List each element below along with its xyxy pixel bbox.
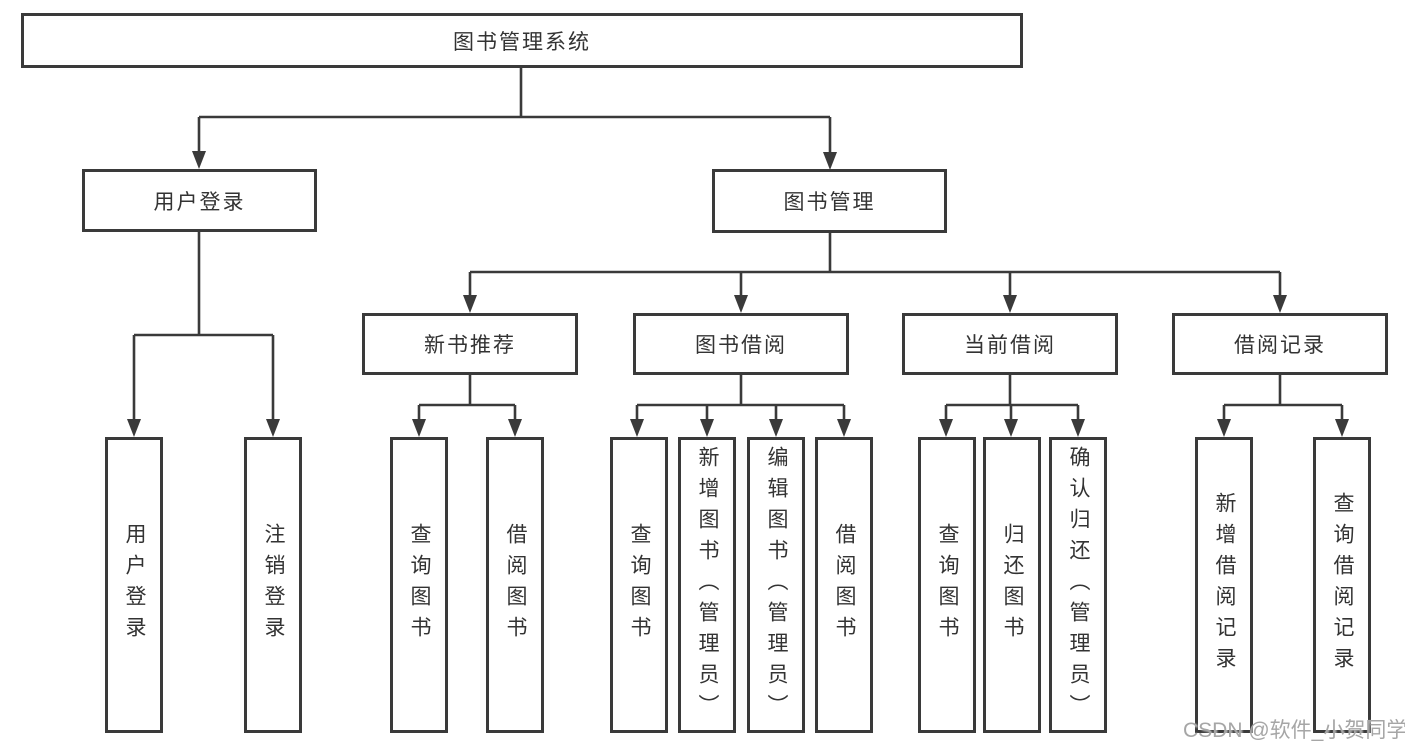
node-leaf-borrow-books-1: 借阅图书 (486, 437, 544, 733)
node-leaf-confirm-return-admin: 确认归还（管理员） (1049, 437, 1107, 733)
node-leaf-add-borrow-record: 新增借阅记录 (1195, 437, 1253, 733)
node-leaf-query-books-3: 查询图书 (918, 437, 976, 733)
node-leaf-query-books-3-label: 查询图书 (936, 523, 959, 647)
node-leaf-query-books-1-label: 查询图书 (408, 523, 431, 647)
node-leaf-query-books-2-label: 查询图书 (628, 523, 651, 647)
csdn-watermark: CSDN @软件_小贺同学 (1183, 719, 1405, 742)
node-leaf-user-login: 用户登录 (105, 437, 163, 733)
node-book-borrow: 图书借阅 (633, 313, 849, 375)
node-leaf-query-borrow-record-label: 查询借阅记录 (1331, 492, 1354, 678)
node-leaf-borrow-books-2: 借阅图书 (815, 437, 873, 733)
node-leaf-logout-label: 注销登录 (262, 523, 285, 647)
node-borrow-records-label: 借阅记录 (1234, 334, 1326, 357)
node-leaf-add-books-admin: 新增图书（管理员） (678, 437, 736, 733)
node-leaf-confirm-return-admin-label: 确认归还（管理员） (1067, 445, 1090, 725)
node-leaf-return-books: 归还图书 (983, 437, 1041, 733)
node-new-book-recommend: 新书推荐 (362, 313, 578, 375)
node-root-label: 图书管理系统 (453, 30, 591, 54)
node-user-login-label: 用户登录 (153, 190, 246, 214)
node-book-management-label: 图书管理 (783, 191, 876, 214)
node-leaf-logout: 注销登录 (244, 437, 302, 733)
node-leaf-query-books-2: 查询图书 (610, 437, 668, 733)
node-leaf-add-books-admin-label: 新增图书（管理员） (696, 445, 719, 725)
node-leaf-edit-books-admin: 编辑图书（管理员） (747, 437, 805, 733)
node-book-borrow-label: 图书借阅 (695, 334, 787, 357)
node-leaf-add-borrow-record-label: 新增借阅记录 (1213, 492, 1236, 678)
node-current-borrow: 当前借阅 (902, 313, 1118, 375)
node-leaf-return-books-label: 归还图书 (1001, 523, 1024, 647)
node-user-login: 用户登录 (82, 169, 317, 232)
node-leaf-user-login-label: 用户登录 (123, 523, 146, 647)
node-book-management: 图书管理 (712, 169, 947, 233)
node-current-borrow-label: 当前借阅 (964, 334, 1056, 357)
node-root: 图书管理系统 (21, 13, 1023, 68)
node-leaf-borrow-books-2-label: 借阅图书 (833, 523, 856, 647)
node-borrow-records: 借阅记录 (1172, 313, 1388, 375)
node-leaf-edit-books-admin-label: 编辑图书（管理员） (765, 445, 788, 725)
node-leaf-query-books-1: 查询图书 (390, 437, 448, 733)
node-leaf-borrow-books-1-label: 借阅图书 (504, 523, 527, 647)
node-leaf-query-borrow-record: 查询借阅记录 (1313, 437, 1371, 733)
node-new-book-recommend-label: 新书推荐 (424, 334, 516, 357)
